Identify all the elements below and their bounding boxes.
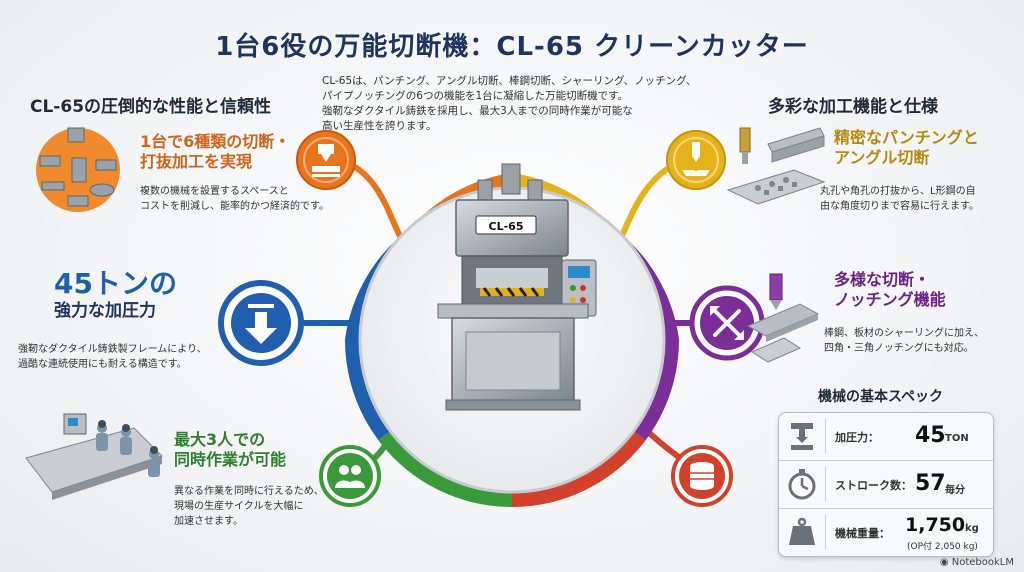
- left-section-title: CL-65の圧倒的な性能と信頼性: [30, 97, 272, 117]
- machine-label: CL-65: [489, 220, 524, 233]
- feature-punching-desc: 丸孔や角孔の打抜から、L形鋼の自 由な角度切りまで容易に行えます。: [820, 186, 979, 212]
- parts-illustration: [36, 127, 120, 212]
- punch-hole-icon: [666, 130, 726, 190]
- down-arrow-icon: [218, 280, 304, 366]
- punch-die-icon: [296, 130, 356, 190]
- spec-table: 加圧力： 45 TON ストローク数： 57 毎分 機械重量： 1,750 kg…: [778, 412, 994, 557]
- notebooklm-watermark: ◉ NotebookLM: [939, 557, 1014, 568]
- weight-scale-icon: [789, 517, 815, 545]
- feature-cutting-heading: 多様な切断・ ノッチング機能: [834, 270, 946, 309]
- stopwatch-icon: [788, 469, 816, 500]
- feature-pressure-heading: 45トンの 強力な加圧力: [54, 267, 177, 321]
- coin-stack-icon: [671, 445, 733, 507]
- workers-icon: [319, 445, 381, 507]
- spec-row-weight: 機械重量： 1,750 kg (OP付 2,050 kg): [779, 509, 993, 556]
- feature-simultaneous-heading: 最大3人での 同時作業が可能: [174, 430, 287, 469]
- notebooklm-icon: ◉: [939, 557, 952, 568]
- notching-illustration: [746, 273, 820, 363]
- spec-row-stroke: ストローク数： 57 毎分: [779, 461, 993, 509]
- feature-pressure-desc: 強靭なダクタイル鋳鉄製フレームにより、 過酷な連続使用にも耐える構造です。: [18, 344, 207, 370]
- feature-simultaneous-desc: 異なる作業を同時に行えるため、 現場の生産サイクルを大幅に 加速させます。: [174, 486, 324, 527]
- press-icon: [791, 423, 813, 450]
- spec-title: 機械の基本スペック: [818, 389, 944, 405]
- intro-text: CL-65は、パンチング、アングル切断、棒鋼切断、シャーリング、ノッチング、 パ…: [322, 75, 697, 132]
- spec-row-pressure: 加圧力： 45 TON: [779, 413, 993, 461]
- right-section-title: 多彩な加工機能と仕様: [768, 97, 938, 117]
- page-title: 1台6役の万能切断機：CL-65 クリーンカッター: [215, 32, 809, 62]
- feature-cutting-desc: 棒鋼、板材のシャーリングに加え、 四角・三角ノッチングにも対応。: [824, 328, 984, 354]
- feature-punching-heading: 精密なパンチングと アングル切断: [834, 128, 979, 167]
- press-machine-illustration: CL-65: [437, 163, 597, 411]
- feature-six-in-one-heading: 1台で6種類の切断・ 打抜加工を実現: [140, 132, 291, 171]
- punching-illustration: [726, 127, 826, 205]
- feature-six-in-one-desc: 複数の機械を設置するスペースと コストを削減し、能率的かつ経済的です。: [140, 186, 329, 212]
- workers-line-illustration: [25, 413, 163, 500]
